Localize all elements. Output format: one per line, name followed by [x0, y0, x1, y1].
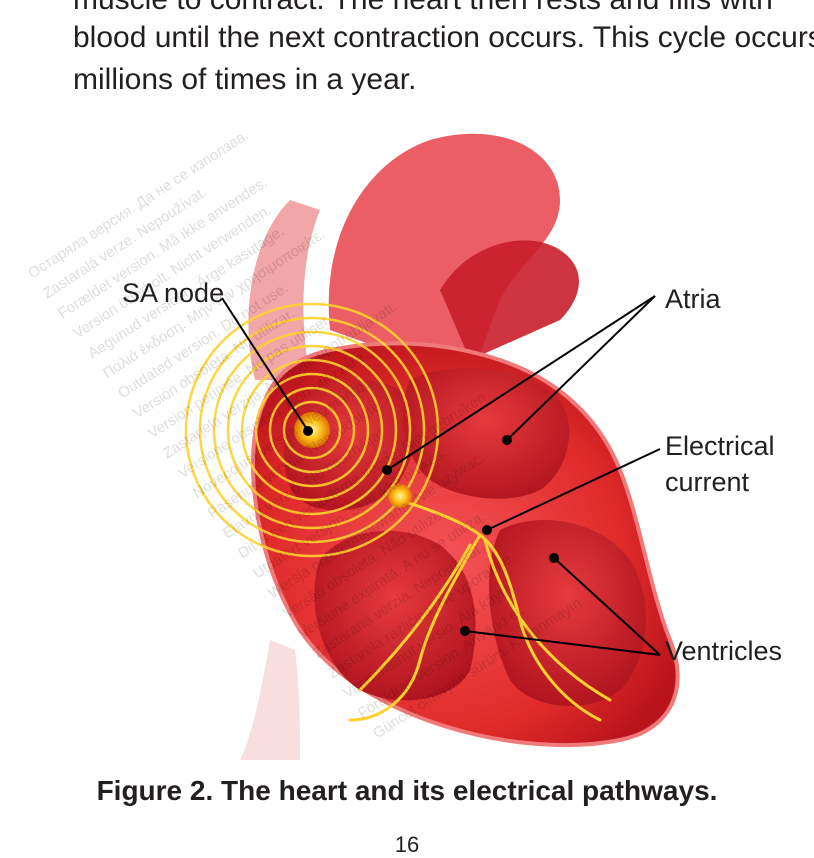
label-atria: Atria — [665, 283, 721, 315]
body-text-line-3: millions of times in a year. — [73, 62, 416, 98]
label-ventricles: Ventricles — [665, 635, 782, 667]
label-electrical: Electrical — [665, 430, 775, 462]
descending-vessel — [240, 640, 300, 760]
body-text-line-2: blood until the next contraction occurs.… — [73, 20, 814, 56]
label-current: current — [665, 466, 749, 498]
page-number: 16 — [0, 832, 814, 858]
figure-caption: Figure 2. The heart and its electrical p… — [0, 774, 814, 808]
